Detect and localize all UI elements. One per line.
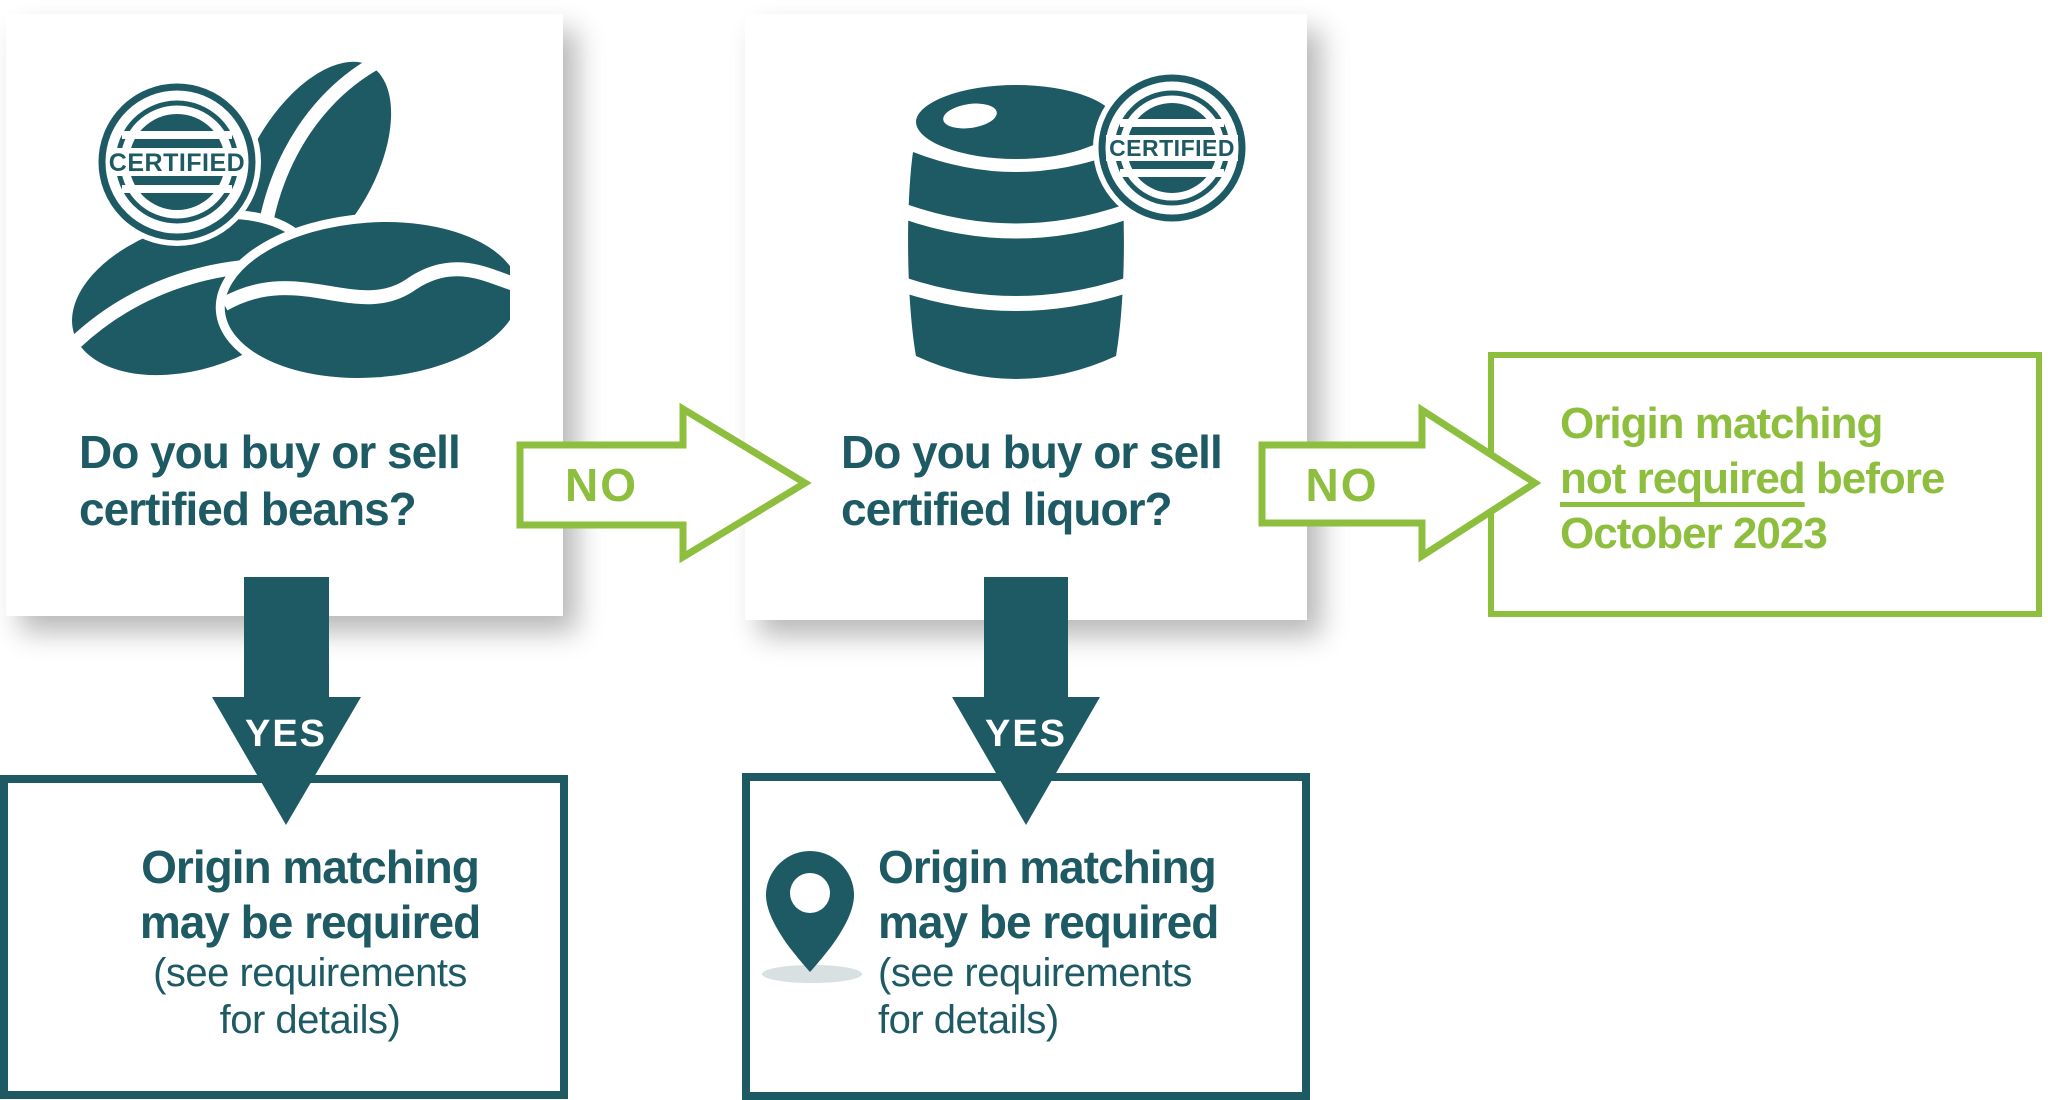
question-text-liquor: Do you buy or sell certified liquor? (841, 424, 1223, 538)
question-text-beans: Do you buy or sell certified beans? (79, 424, 461, 538)
outcome-line-2: not required before (1560, 451, 2036, 506)
bean-right (215, 213, 510, 387)
yes-label-1: YES (244, 713, 328, 755)
outcome-note-line-1: (see requirements (153, 951, 467, 995)
outcome-bold-line-2: may be required (139, 896, 481, 948)
outcome-note-line-2: for details) (219, 998, 401, 1042)
stamp-label: CERTIFIED (109, 149, 245, 177)
no-label-1: NO (565, 459, 638, 511)
outcome-note-line-1: (see requirements (878, 951, 1192, 995)
outcome-note-line-2: for details) (878, 998, 1059, 1042)
stamp-label: CERTIFIED (1109, 135, 1235, 161)
outcome-line-3: October 2023 (1560, 509, 1828, 558)
outcome-bold-line-1: Origin matching (141, 841, 480, 893)
question-beans-line-1: Do you buy or sell (79, 426, 461, 478)
outcome-bold-line-1: Origin matching (878, 841, 1217, 893)
outcome-not-required-text: Origin matching not required before Octo… (1494, 358, 2036, 561)
certified-stamp-icon: CERTIFIED (93, 78, 261, 246)
question-beans-line-2: certified beans? (79, 483, 417, 535)
question-liquor-line-2: certified liquor? (841, 483, 1173, 535)
outcome-box-required-beans (0, 775, 568, 1099)
barrel-icon: CERTIFIED (901, 69, 1251, 379)
yes-label-2: YES (984, 713, 1068, 755)
outcome-line-1: Origin matching (1560, 399, 1883, 448)
certified-stamp-icon: CERTIFIED (1093, 69, 1251, 227)
outcome-line-2-rest: before (1804, 454, 1945, 503)
outcome-bold-line-2: may be required (878, 896, 1219, 948)
question-liquor-line-1: Do you buy or sell (841, 426, 1223, 478)
no-label-2: NO (1305, 459, 1379, 511)
location-pin-icon (762, 851, 862, 983)
outcome-required-text-beans: Origin matching may be required (see req… (110, 840, 510, 1044)
outcome-box-not-required: Origin matching not required before Octo… (1488, 352, 2042, 617)
outcome-required-text-liquor: Origin matching may be required (see req… (878, 840, 1219, 1044)
underlined-phrase: not required (1560, 454, 1806, 503)
coffee-beans-icon: CERTIFIED (63, 52, 510, 387)
